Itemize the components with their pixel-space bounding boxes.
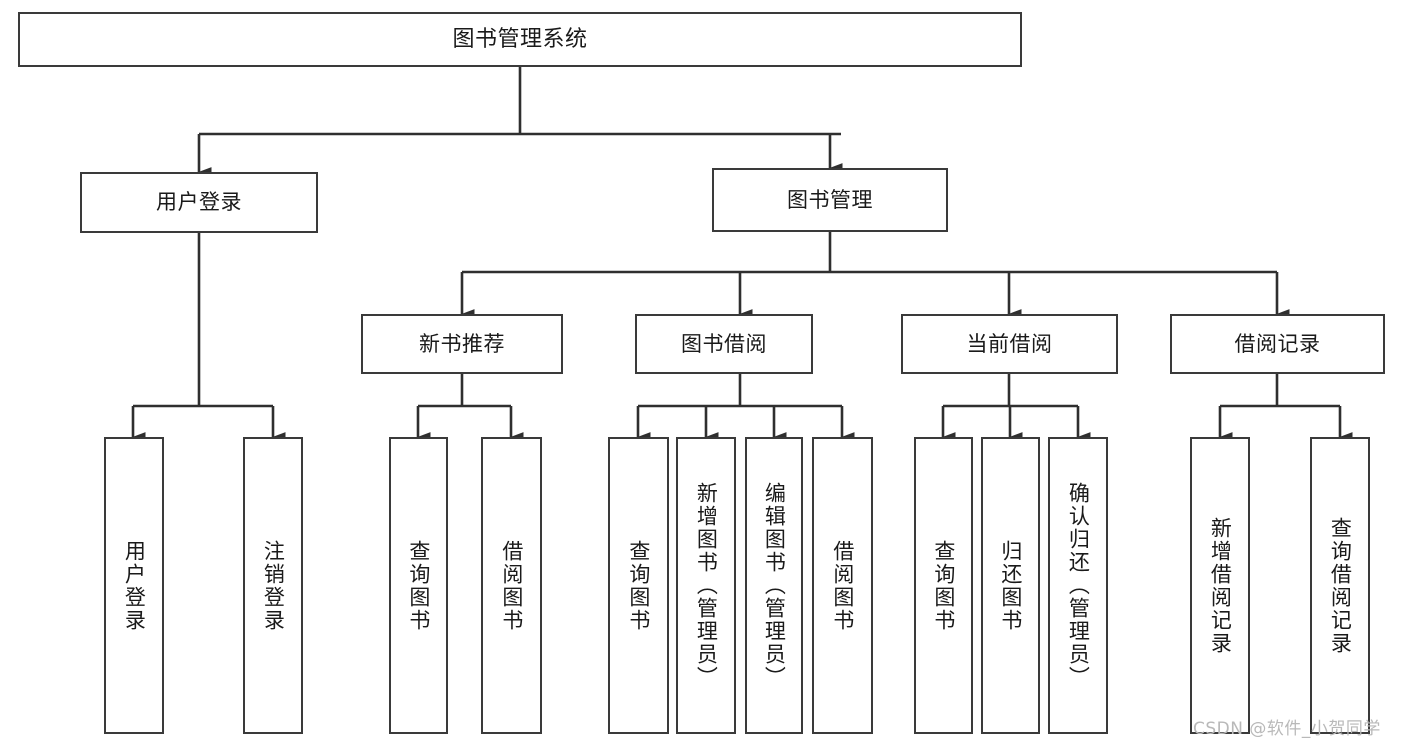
node-current-borrow[interactable]: 当前借阅	[901, 314, 1118, 374]
leaf-label: 新增图书（管理员）	[694, 482, 719, 689]
leaf-add-borrow-record[interactable]: 新增借阅记录	[1190, 437, 1250, 734]
node-new-book-recommend[interactable]: 新书推荐	[361, 314, 563, 374]
leaf-label: 归还图书	[998, 539, 1023, 632]
leaf-label: 确认归还（管理员）	[1066, 482, 1091, 689]
leaf-label: 借阅图书	[499, 539, 524, 632]
node-book-borrow[interactable]: 图书借阅	[635, 314, 813, 374]
leaf-label: 查询图书	[406, 539, 431, 632]
leaf-query-book-current[interactable]: 查询图书	[914, 437, 973, 734]
csdn-watermark: CSDN @软件_小贺同学	[1193, 719, 1381, 739]
leaf-query-borrow-record[interactable]: 查询借阅记录	[1310, 437, 1370, 734]
leaf-label: 借阅图书	[830, 539, 855, 632]
leaf-logout-login[interactable]: 注销登录	[243, 437, 303, 734]
leaf-user-login[interactable]: 用户登录	[104, 437, 164, 734]
node-user-login[interactable]: 用户登录	[80, 172, 318, 233]
leaf-label: 注销登录	[261, 539, 286, 632]
leaf-add-book-admin[interactable]: 新增图书（管理员）	[676, 437, 736, 734]
leaf-label: 新增借阅记录	[1208, 516, 1233, 655]
leaf-label: 查询图书	[626, 539, 651, 632]
node-root[interactable]: 图书管理系统	[18, 12, 1022, 67]
leaf-query-book-newbook[interactable]: 查询图书	[389, 437, 448, 734]
leaf-confirm-return-admin[interactable]: 确认归还（管理员）	[1048, 437, 1108, 734]
node-book-management[interactable]: 图书管理	[712, 168, 948, 232]
leaf-label: 用户登录	[122, 539, 147, 632]
leaf-borrow-book-newbook[interactable]: 借阅图书	[481, 437, 542, 734]
leaf-label: 查询借阅记录	[1328, 516, 1353, 655]
node-borrow-records[interactable]: 借阅记录	[1170, 314, 1385, 374]
leaf-query-book-borrow[interactable]: 查询图书	[608, 437, 669, 734]
leaf-label: 查询图书	[931, 539, 956, 632]
leaf-edit-book-admin[interactable]: 编辑图书（管理员）	[745, 437, 803, 734]
leaf-borrow-book[interactable]: 借阅图书	[812, 437, 873, 734]
leaf-label: 编辑图书（管理员）	[762, 482, 787, 689]
leaf-return-book[interactable]: 归还图书	[981, 437, 1040, 734]
